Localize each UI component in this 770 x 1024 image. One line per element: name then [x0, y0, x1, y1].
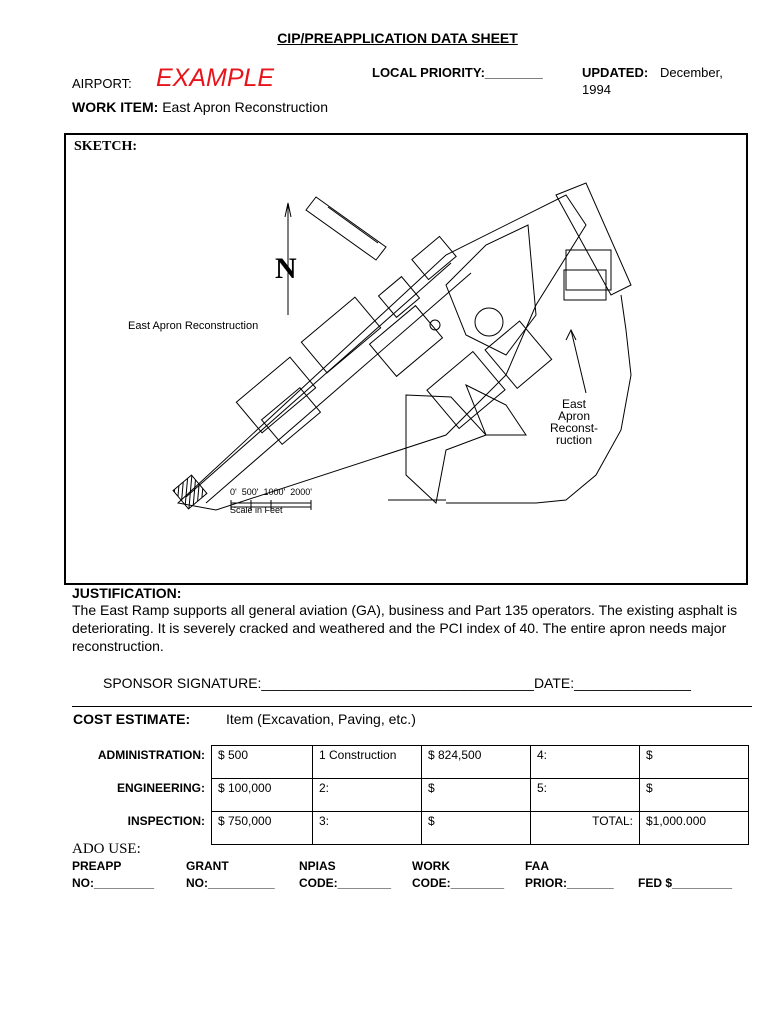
callout-line: ruction	[555, 433, 593, 447]
cost-item-description: Item (Excavation, Paving, etc.)	[226, 711, 416, 727]
table-cell[interactable]: 2:	[312, 778, 422, 812]
row-label: ADMINISTRATION:	[97, 747, 205, 762]
ado-field-line: PRIOR:_______	[525, 876, 614, 890]
table-cell[interactable]: $	[421, 778, 531, 812]
updated-value-line1: December,	[660, 65, 723, 80]
cost-estimate-table: ADMINISTRATION: $ 500 1 Construction $ 8…	[72, 745, 749, 845]
ado-field-line	[638, 858, 732, 875]
table-cell[interactable]: TOTAL:	[530, 811, 640, 845]
ado-field-line: CODE:________	[412, 876, 505, 890]
table-cell[interactable]: $	[639, 778, 749, 812]
local-priority-field: LOCAL PRIORITY:________	[372, 65, 543, 80]
table-cell[interactable]: $ 500	[211, 745, 313, 779]
updated-value-line2: 1994	[582, 82, 611, 97]
sponsor-signature-line[interactable]: SPONSOR SIGNATURE:______________________…	[103, 675, 691, 691]
table-cell[interactable]: $	[639, 745, 749, 779]
ado-field-npias[interactable]: NPIAS CODE:________	[299, 858, 391, 892]
justification-text: The East Ramp supports all general aviat…	[72, 602, 738, 654]
north-indicator: N	[275, 252, 297, 285]
justification-title: JUSTIFICATION:	[72, 585, 182, 601]
table-cell[interactable]: 5:	[530, 778, 640, 812]
divider	[72, 706, 752, 707]
airport-value: EXAMPLE	[156, 64, 275, 92]
ado-field-line: FED $_________	[638, 876, 733, 890]
callout-line: East	[561, 397, 586, 411]
sketch-box: SKETCH:	[64, 133, 748, 585]
airport-label: AIRPORT:	[72, 76, 132, 91]
page-title: CIP/PREAPPLICATION DATA SHEET	[277, 30, 518, 46]
table-cell[interactable]: $	[421, 811, 531, 845]
ado-field-line: NO:_________	[72, 876, 155, 890]
ado-field-grant[interactable]: GRANT NO:__________	[186, 858, 275, 892]
updated-label: UPDATED:	[582, 65, 649, 80]
scale-caption: Scale in Feet	[230, 505, 283, 515]
sketch-left-label: East Apron Reconstruction	[128, 320, 259, 332]
table-cell[interactable]: 3:	[312, 811, 422, 845]
ado-field-line: NO:__________	[186, 876, 275, 890]
table-cell[interactable]: $ 750,000	[211, 811, 313, 845]
table-cell[interactable]: $ 100,000	[211, 778, 313, 812]
table-row: ADMINISTRATION: $ 500 1 Construction $ 8…	[72, 745, 749, 779]
table-cell[interactable]: $1,000.000	[639, 811, 749, 845]
ado-field-work-code[interactable]: WORK CODE:________	[412, 858, 504, 892]
ado-use-label: ADO USE:	[72, 841, 141, 857]
ado-field-fed[interactable]: FED $_________	[638, 858, 732, 892]
callout-line: Apron	[557, 409, 591, 423]
work-item-label: WORK ITEM:	[72, 99, 159, 115]
ado-field-faa-prior[interactable]: FAA PRIOR:_______	[525, 858, 614, 892]
ado-field-line: WORK	[412, 859, 450, 873]
east-apron-callout: East Apron Reconst- ruction	[550, 398, 598, 446]
work-item-value: East Apron Reconstruction	[162, 99, 328, 115]
ado-field-line: GRANT	[186, 859, 229, 873]
row-label: ENGINEERING:	[116, 780, 205, 795]
callout-line: Reconst-	[550, 421, 599, 435]
cost-estimate-title: COST ESTIMATE:	[73, 711, 191, 727]
table-cell[interactable]: $ 824,500	[421, 745, 531, 779]
ado-field-line: PREAPP	[72, 859, 122, 873]
table-cell[interactable]: 4:	[530, 745, 640, 779]
ado-field-line: NPIAS	[299, 859, 336, 873]
table-row: INSPECTION: $ 750,000 3: $ TOTAL: $1,000…	[72, 811, 749, 845]
airport-sketch-map	[172, 182, 632, 511]
scale-ticks: 0' 500' 1000' 2000'	[230, 487, 312, 497]
sketch-label: SKETCH:	[74, 139, 138, 154]
row-label: INSPECTION:	[127, 813, 205, 828]
ado-field-line: FAA	[525, 859, 549, 873]
ado-field-line: CODE:________	[299, 876, 392, 890]
ado-field-preapp[interactable]: PREAPP NO:_________	[72, 858, 154, 892]
table-row: ENGINEERING: $ 100,000 2: $ 5: $	[72, 778, 749, 812]
table-cell[interactable]: 1 Construction	[312, 745, 422, 779]
